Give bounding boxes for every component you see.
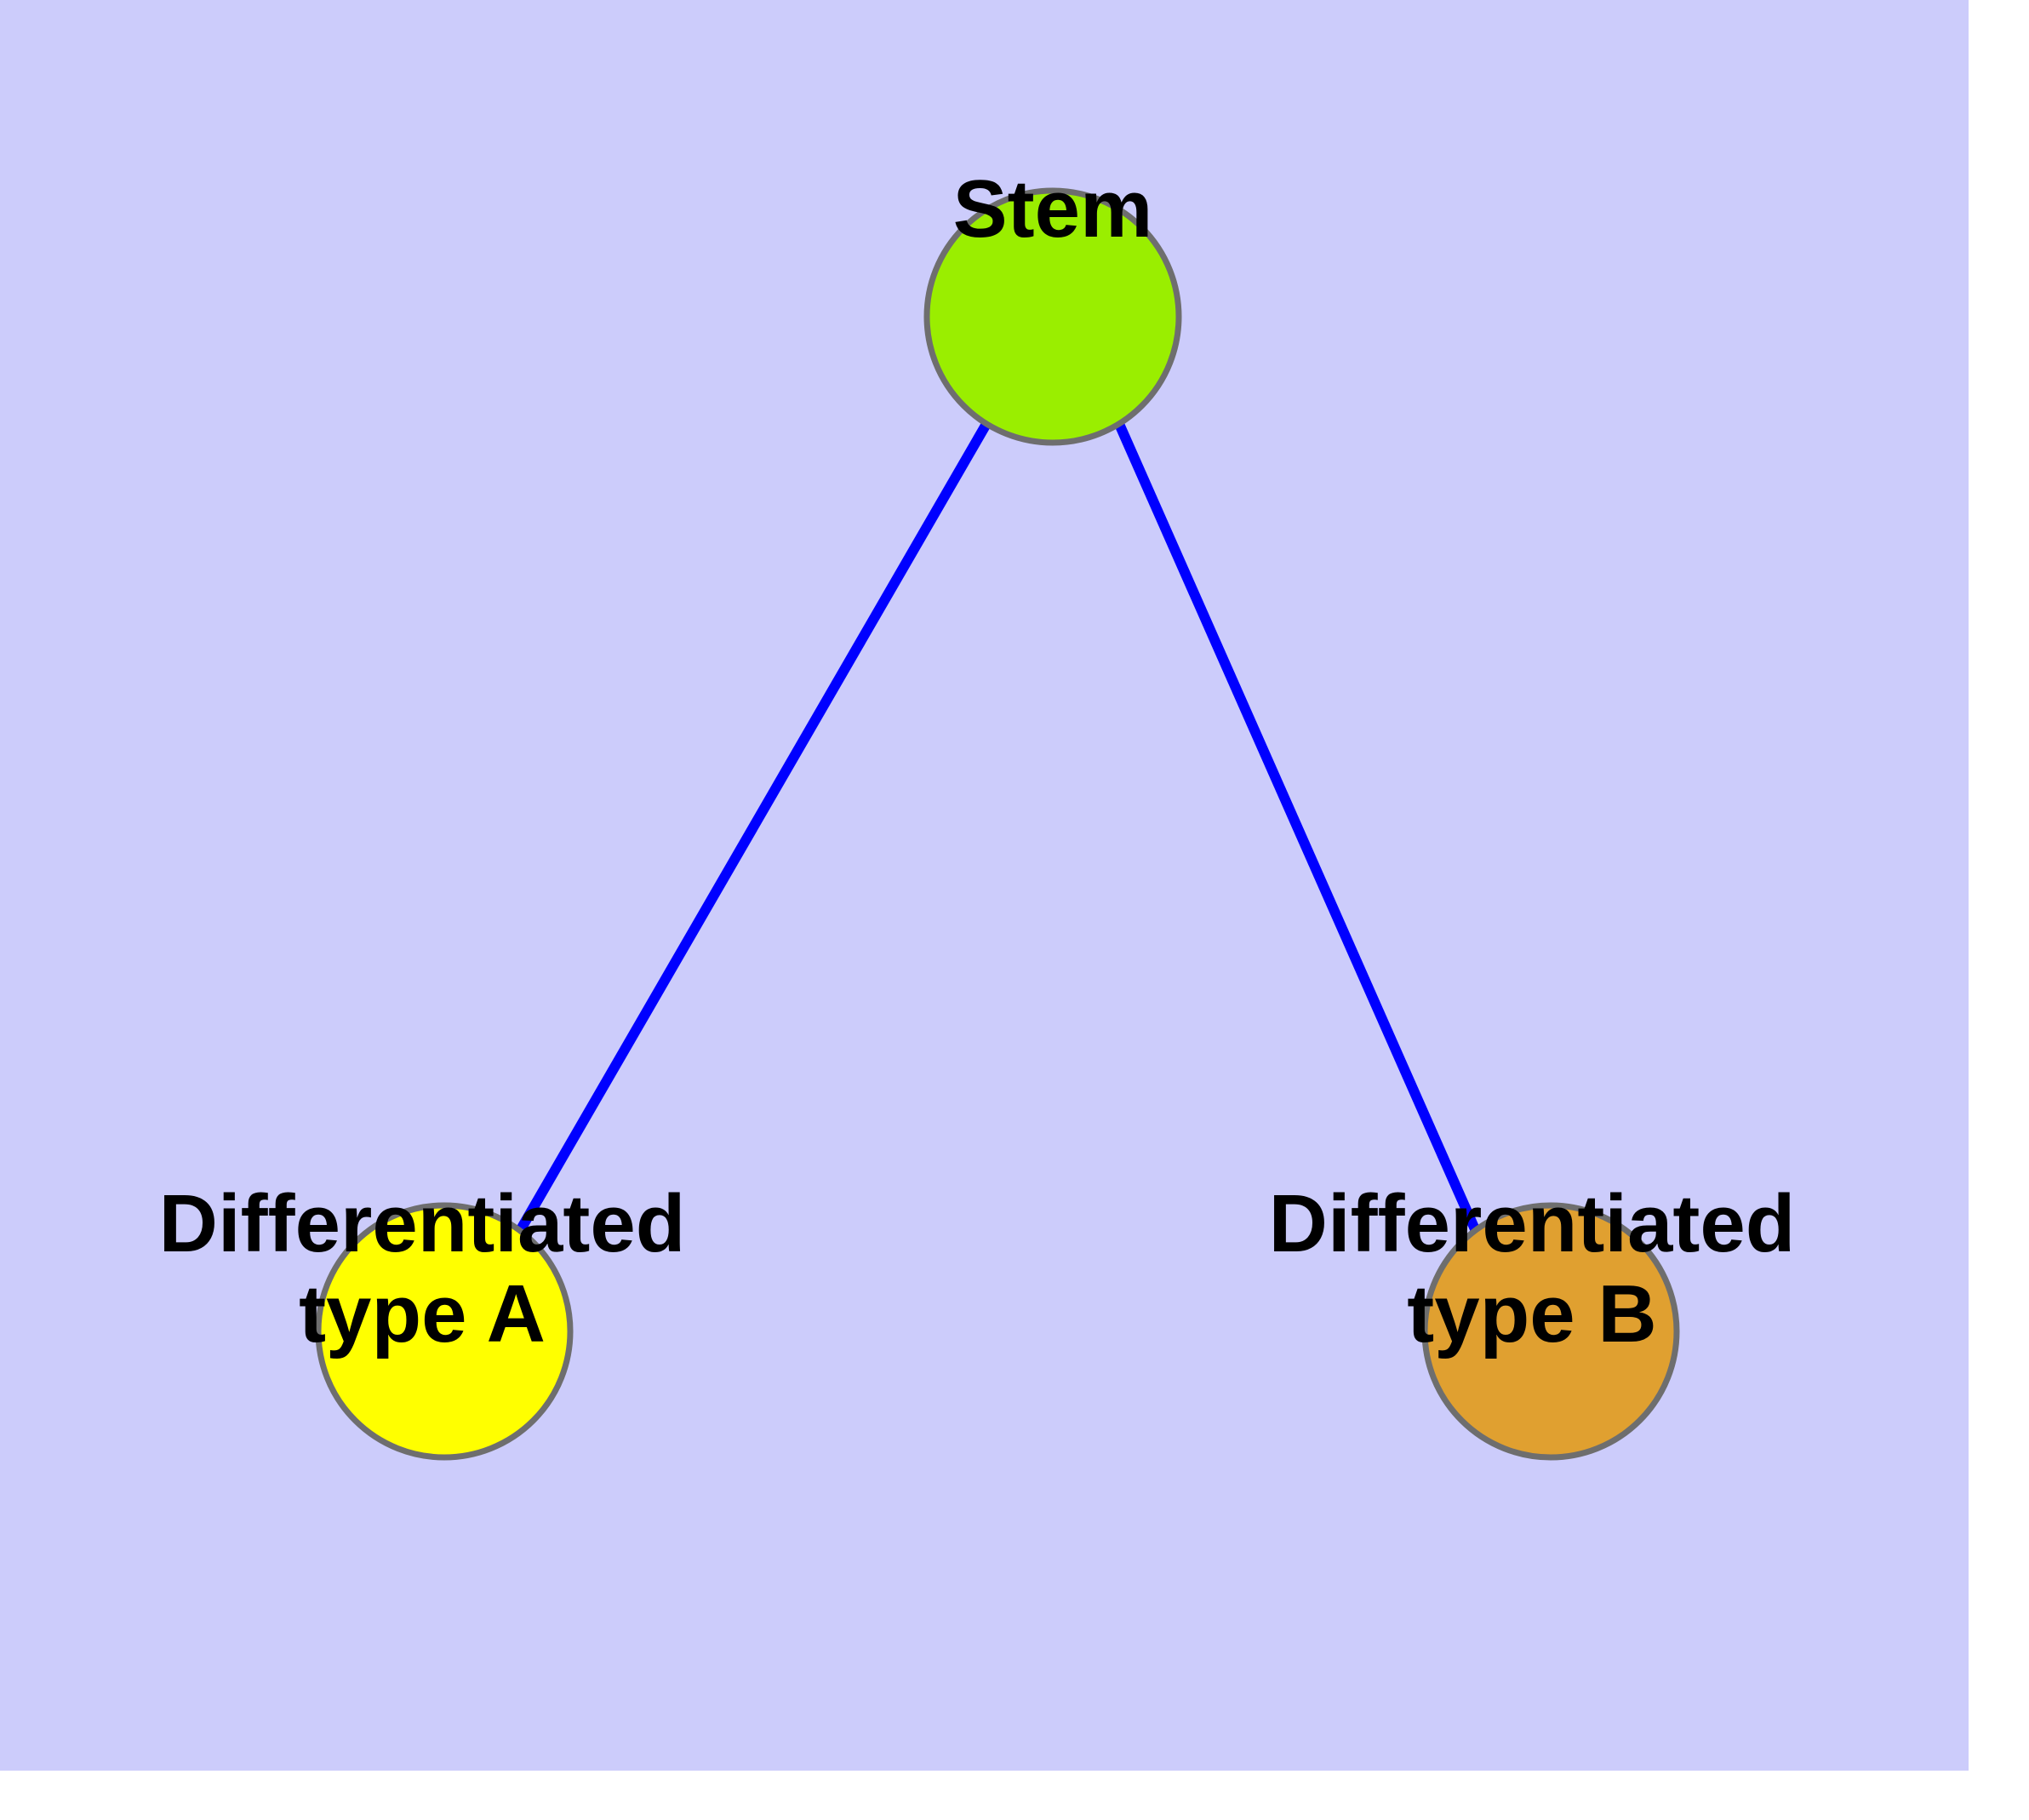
node-label-differentiated-type-b-line-2: type B (1407, 1268, 1656, 1359)
node-label-differentiated-type-a-line-2: type A (299, 1268, 546, 1359)
node-circle-differentiated-type-b[interactable] (1421, 1202, 1680, 1461)
edge-stem-to-type-a[interactable] (516, 421, 992, 1233)
edge-stem-to-type-b[interactable] (1114, 421, 1480, 1232)
node-circle-stem[interactable] (923, 187, 1182, 446)
edges-layer (516, 421, 1480, 1233)
node-label-differentiated-type-b-line-1: Differentiated (1269, 1178, 1796, 1269)
node-stem[interactable]: Stem (923, 163, 1182, 446)
node-circle-differentiated-type-a[interactable] (315, 1202, 574, 1461)
node-label-stem-line-1: Stem (953, 163, 1153, 255)
node-label-differentiated-type-a-line-1: Differentiated (159, 1178, 686, 1269)
